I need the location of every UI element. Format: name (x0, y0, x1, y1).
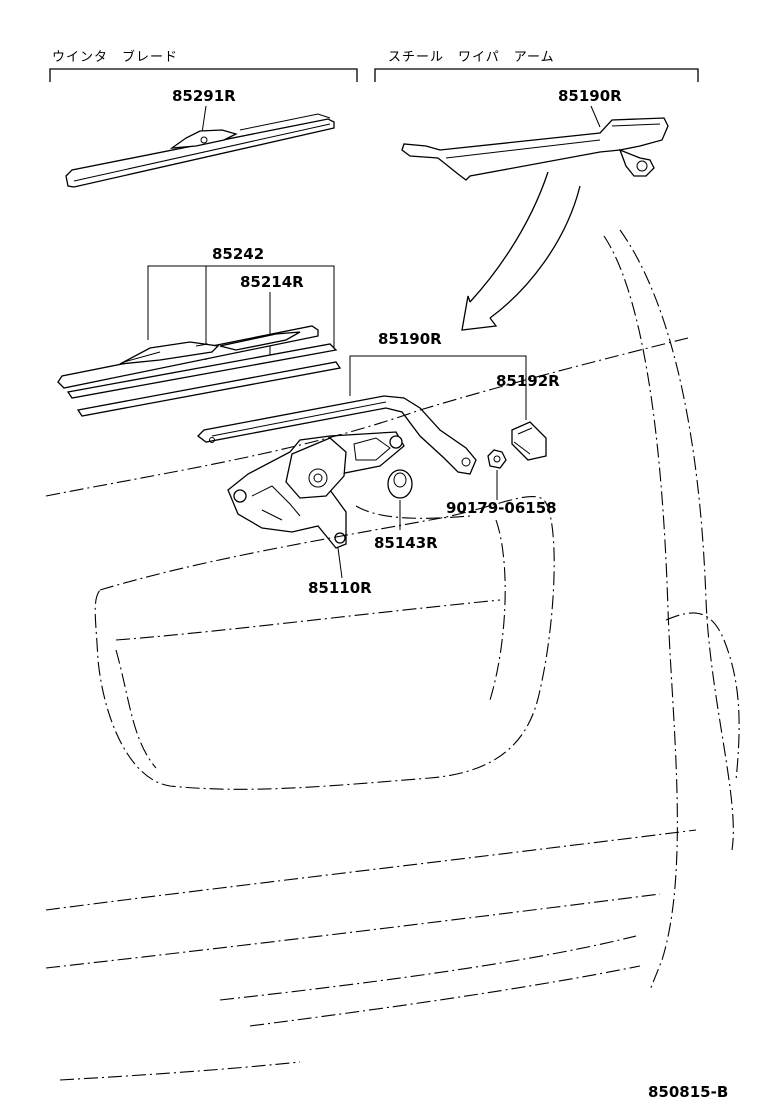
steel-wiper-arm[interactable] (401, 117, 669, 181)
bracket-85190R (349, 355, 527, 420)
label-85110R[interactable]: 85110R (308, 579, 372, 597)
leader-85190R-top (590, 105, 601, 128)
label-85242[interactable]: 85242 (212, 245, 264, 263)
wiper-arm-85190R[interactable] (197, 395, 477, 475)
arrow-curve-outer (469, 171, 549, 303)
label-85291R[interactable]: 85291R (172, 87, 236, 105)
label-85214R[interactable]: 85214R (240, 273, 304, 291)
nut-90179-06158[interactable] (487, 449, 507, 469)
blade-rubber-85214R[interactable] (66, 343, 342, 417)
arm-group-label: スチール ワイパ アーム (388, 50, 555, 65)
arrow-curve-inner (489, 185, 581, 319)
blade-group-label: ウインタ ブレード (52, 49, 178, 65)
pivot-cap-85192R[interactable] (511, 421, 547, 461)
vehicle-body-outline (45, 229, 740, 1081)
illustration-number: 850815-B (648, 1083, 728, 1101)
leader-85110R (337, 547, 343, 579)
arm-group-bracket (374, 68, 699, 82)
label-85192R[interactable]: 85192R (496, 372, 560, 390)
wiper-motor-85110R[interactable] (227, 431, 405, 549)
wiper-blade-assembly[interactable] (57, 325, 319, 389)
label-85143R[interactable]: 85143R (374, 534, 438, 552)
label-90179-06158[interactable]: 90179-06158 (446, 499, 557, 517)
bracket-85242 (147, 265, 335, 350)
leader-85291R (201, 105, 207, 134)
winter-blade-85291R[interactable] (65, 113, 335, 188)
arrow-head (461, 295, 498, 331)
grommet-85143R[interactable] (387, 469, 413, 499)
label-85190R[interactable]: 85190R (378, 330, 442, 348)
blade-group-bracket (49, 68, 358, 82)
label-85190R-top[interactable]: 85190R (558, 87, 622, 105)
